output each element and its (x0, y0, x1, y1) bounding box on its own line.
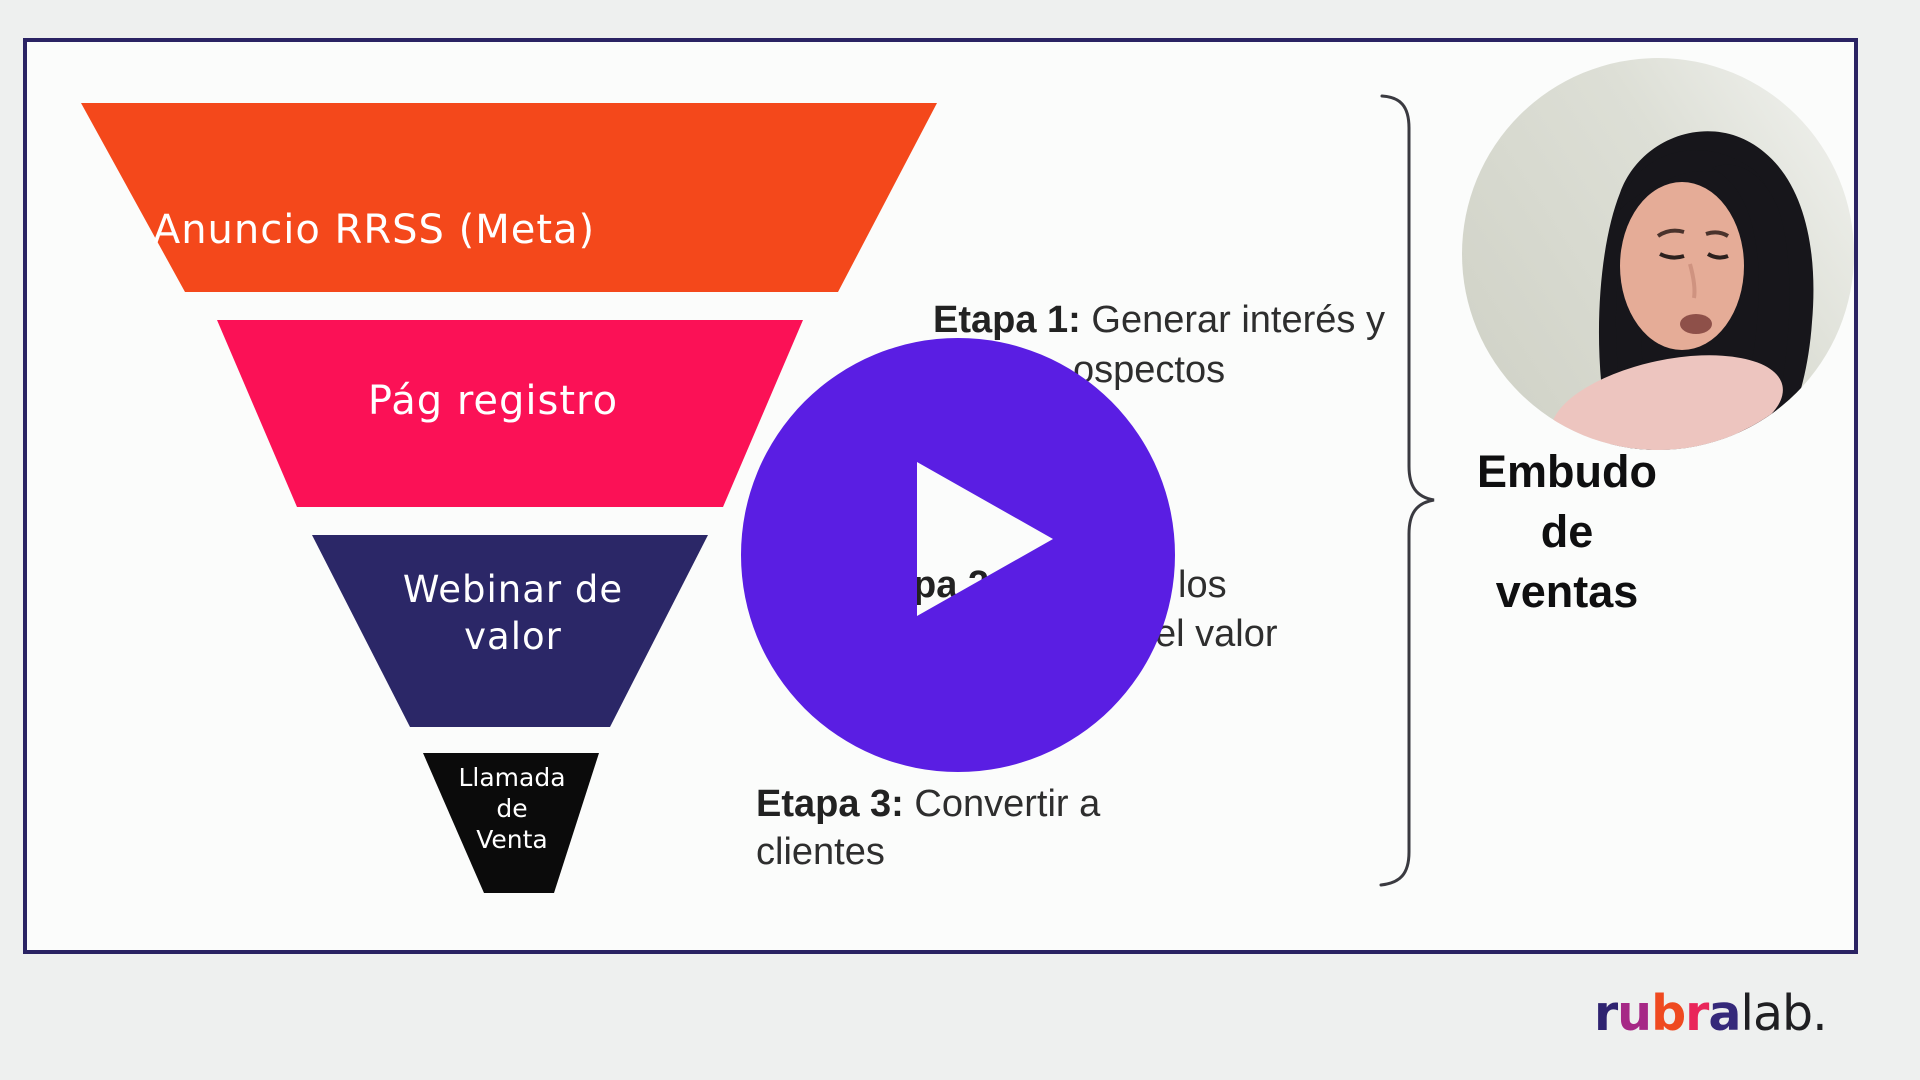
presenter-brow-right (1705, 230, 1730, 238)
funnel-segment-llamada (423, 753, 599, 893)
stage-1-label: Etapa 1: (933, 299, 1081, 341)
logo-letter: u (1617, 985, 1652, 1042)
logo-letter: a (1708, 985, 1741, 1042)
presenter-mouth (1680, 314, 1712, 334)
presenter-fringe (1620, 150, 1772, 210)
stage-3-text: Etapa 3: Convertir a clientes (756, 780, 1100, 876)
stage-3-line2: clientes (756, 831, 885, 873)
stage-2-text-fragment-1: los (1178, 564, 1227, 606)
stage-3-line1: Etapa 3: Convertir a (756, 780, 1100, 828)
stage-1-line2: ospectos (1073, 349, 1226, 391)
presenter-eye-right (1706, 252, 1729, 260)
presenter-face (1620, 182, 1744, 350)
stage-1-line1: Etapa 1: Generar interés y (933, 295, 1385, 345)
presenter-eye-left (1659, 252, 1685, 260)
curly-brace (1379, 94, 1435, 887)
stage-3-label: Etapa 3: (756, 783, 904, 825)
stage-2-text-fragment-2: el valor (1155, 613, 1278, 655)
funnel-label-anuncio: Anuncio RRSS (Meta) (152, 207, 596, 253)
funnel-label-llamada: Llamada de Venta (458, 763, 566, 854)
presenter-webcam (1462, 58, 1854, 450)
logo-letter: r (1594, 985, 1618, 1042)
stage-3-description: Convertir a (903, 783, 1101, 825)
play-button[interactable] (738, 335, 1178, 775)
presenter-hand (1551, 355, 1783, 450)
funnel-label-pag-registro: Pág registro (367, 378, 619, 424)
funnel-segment-pag-registro (217, 320, 803, 507)
logo-letter: b (1651, 985, 1686, 1042)
logo-suffix: lab. (1740, 985, 1827, 1042)
logo-letter: r (1685, 985, 1709, 1042)
presenter-nose (1688, 263, 1697, 299)
presenter-brow-left (1656, 228, 1685, 238)
stage-1-description: Generar interés y (1080, 299, 1385, 341)
play-icon[interactable] (741, 338, 1175, 772)
funnel-label-webinar: Webinar de valor (402, 568, 624, 658)
stage-1-text: Etapa 1: Generar interés y ospectos (933, 295, 1385, 395)
presenter-hair-side (1712, 164, 1790, 430)
funnel-title: Embudo de ventas (1477, 446, 1657, 617)
funnel-segment-webinar (312, 535, 708, 727)
brand-logo: rubralab. (1594, 985, 1828, 1045)
funnel-segment-anuncio (81, 103, 937, 292)
